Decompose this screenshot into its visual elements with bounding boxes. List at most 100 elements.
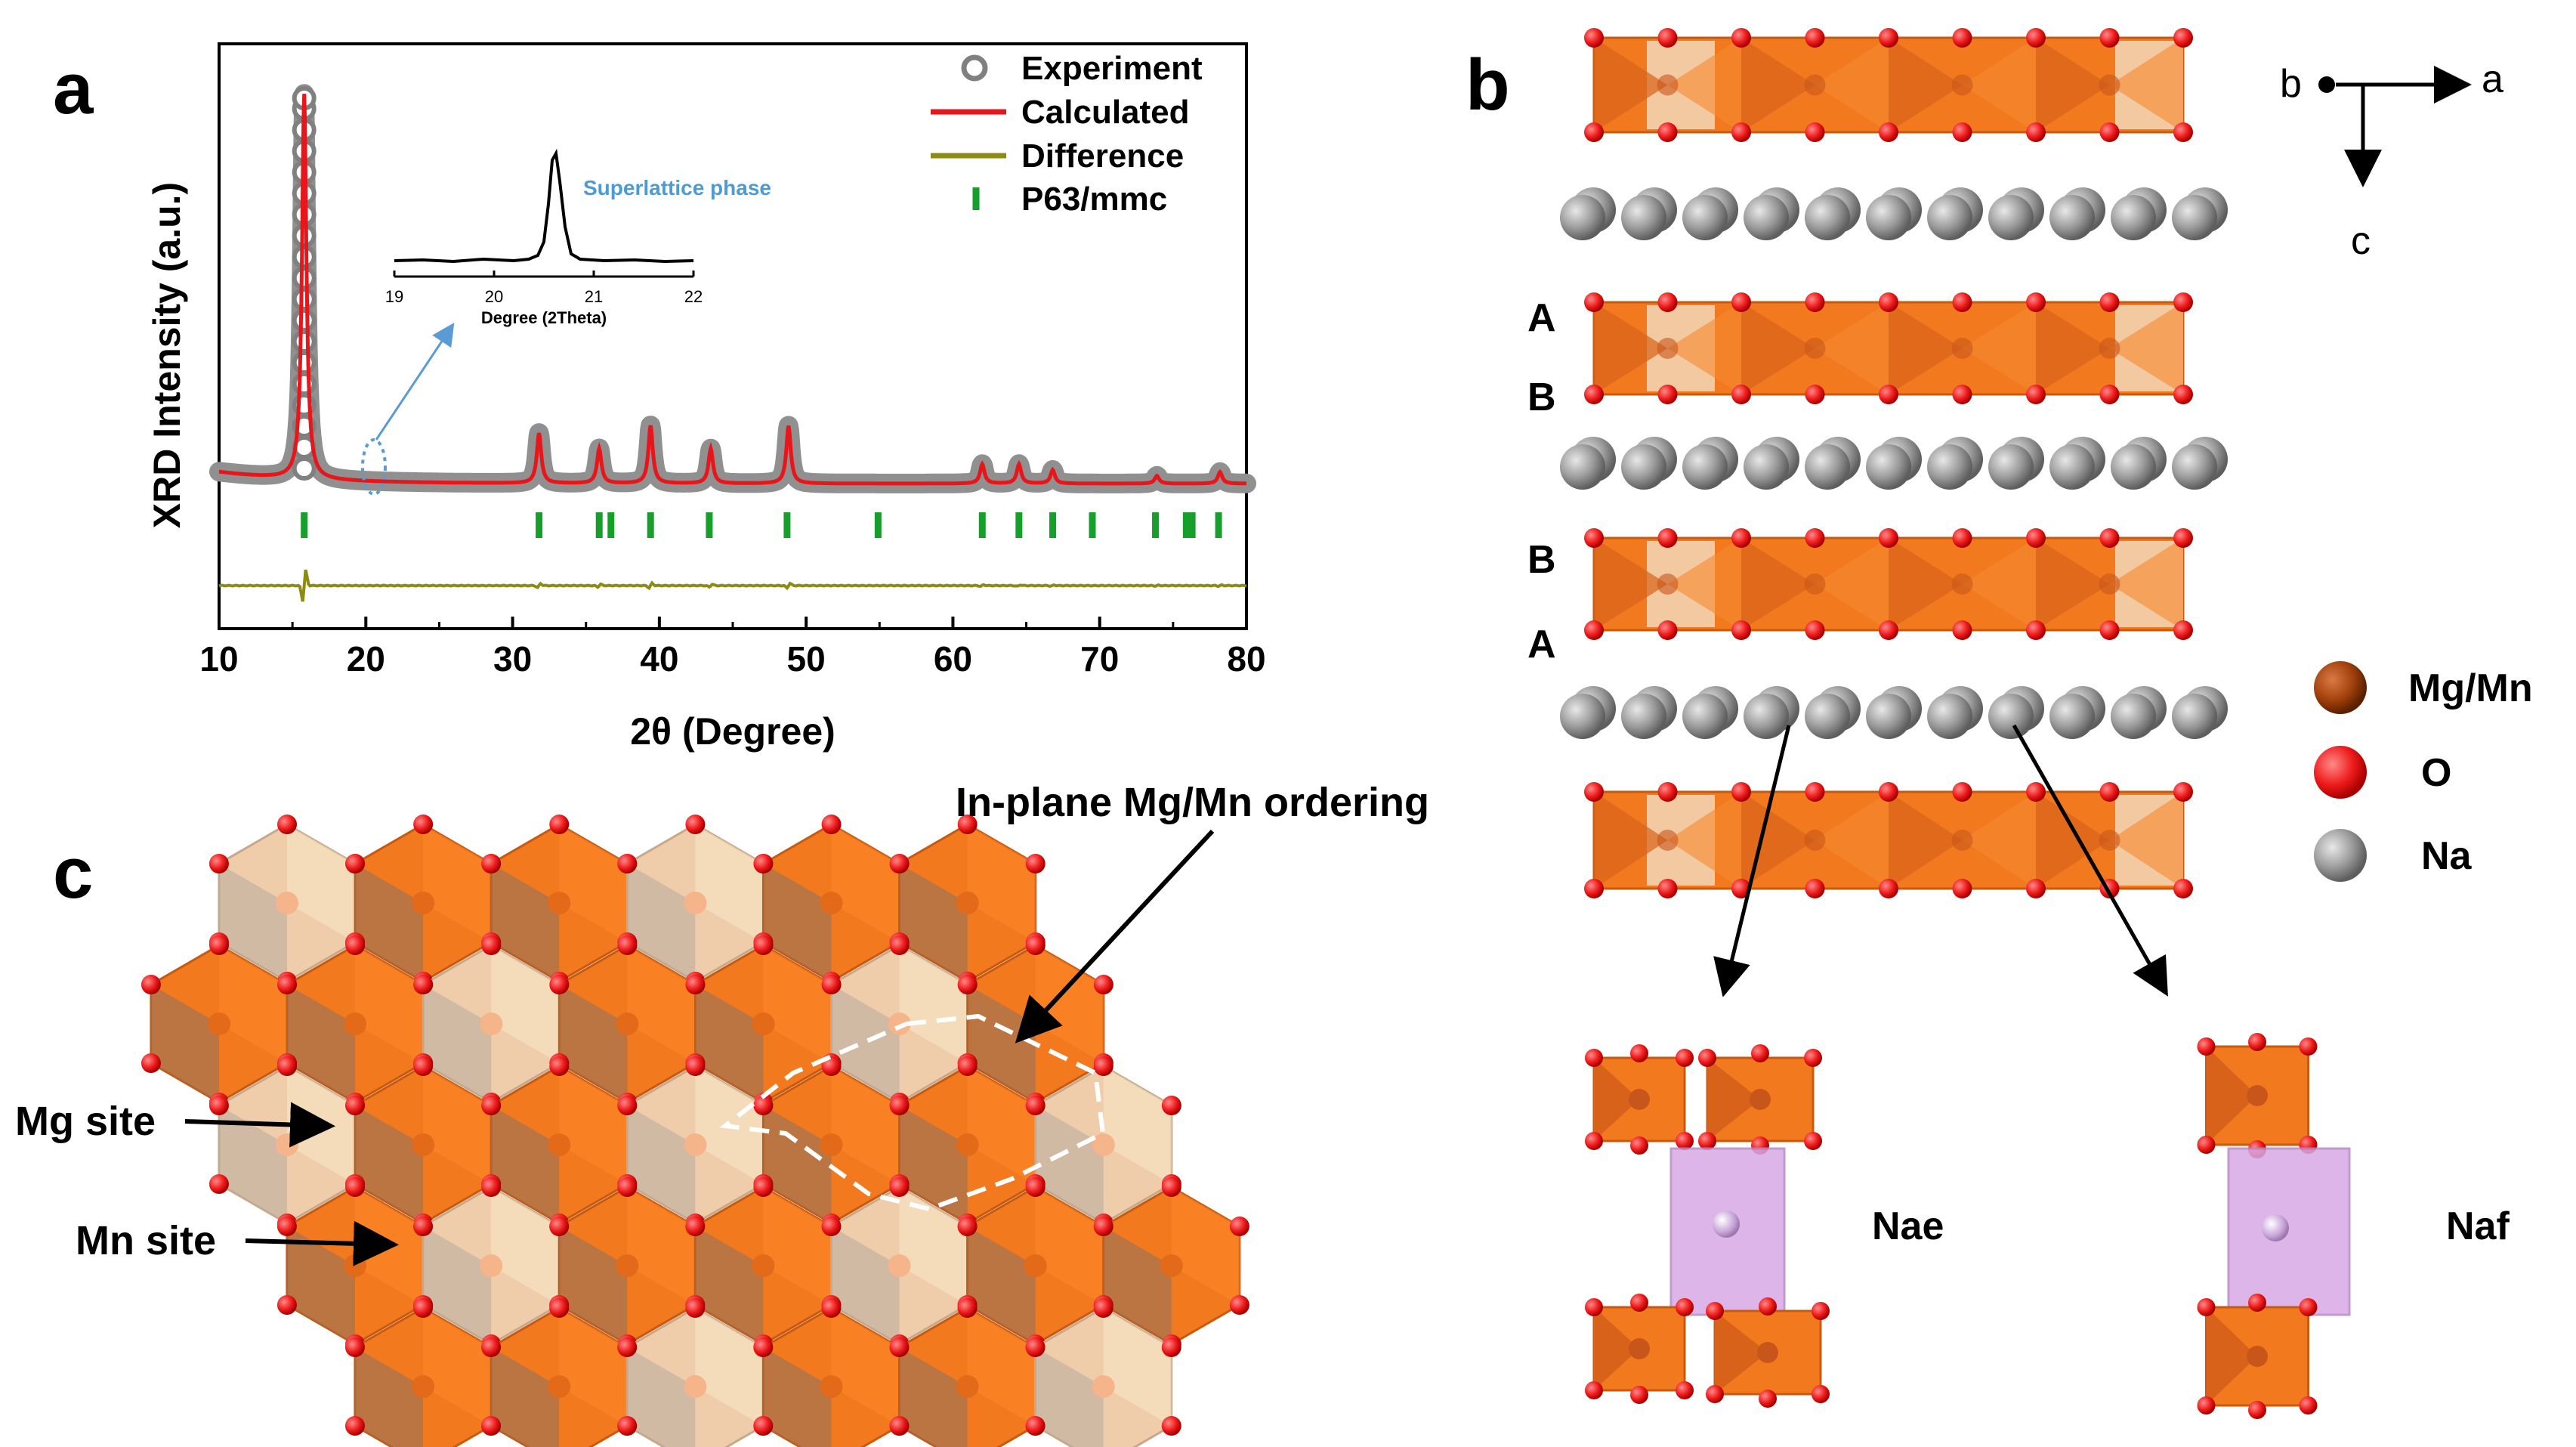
oxygen-atom bbox=[1161, 1337, 1181, 1357]
oxygen-atom bbox=[1657, 292, 1678, 312]
oxygen-atom bbox=[1879, 292, 1898, 312]
oxygen-atom bbox=[1952, 28, 1972, 48]
oxygen-atom bbox=[1584, 292, 1604, 312]
mn-atom bbox=[752, 1254, 775, 1277]
sodium-atom bbox=[2049, 694, 2095, 739]
oxygen-atom bbox=[1751, 1044, 1769, 1062]
octahedron-facet bbox=[423, 1308, 492, 1426]
octahedron-facet bbox=[627, 945, 696, 1063]
metal-atom bbox=[1951, 74, 1973, 96]
oxygen-atom bbox=[1161, 1096, 1181, 1115]
oxygen-atom bbox=[413, 1217, 434, 1236]
nae-octahedron bbox=[1585, 1044, 1694, 1155]
sodium-atom bbox=[2049, 444, 2095, 490]
oxygen-atom bbox=[1657, 28, 1678, 48]
oxygen-atom bbox=[1706, 1385, 1724, 1403]
oxygen-atom bbox=[1584, 782, 1604, 802]
y-axis-label: XRD Intensity (a.u.) bbox=[146, 182, 188, 528]
oxygen-atom bbox=[1676, 1381, 1694, 1399]
mg-octahedron bbox=[617, 815, 774, 991]
metal-atom bbox=[1804, 574, 1826, 595]
metal-atom bbox=[1804, 830, 1826, 851]
oxygen-atom bbox=[753, 1416, 774, 1436]
mg-atom bbox=[1092, 1133, 1115, 1156]
octahedron-facet bbox=[1889, 38, 1963, 132]
metal-atom bbox=[2099, 74, 2120, 96]
sodium-atom bbox=[1927, 694, 1972, 739]
mn-atom bbox=[208, 1013, 230, 1035]
sodium-atom bbox=[2111, 195, 2156, 240]
sodium-atom bbox=[1866, 694, 1911, 739]
oxygen-atom bbox=[1805, 620, 1825, 640]
oxygen-atom bbox=[821, 815, 842, 834]
mg-octahedron bbox=[413, 935, 570, 1112]
oxygen-atom bbox=[1805, 292, 1825, 312]
oxygen-atom bbox=[1025, 1416, 1046, 1436]
mg-mn-atom-icon bbox=[2314, 661, 2367, 714]
octahedra-layer bbox=[1584, 292, 2193, 404]
oxygen-atom bbox=[1805, 528, 1825, 548]
octahedron-facet bbox=[491, 1187, 560, 1305]
layered-structure bbox=[1560, 28, 2228, 898]
oxygen-atom bbox=[1952, 122, 1972, 142]
octahedron-facet bbox=[899, 945, 968, 1063]
oxygen-atom bbox=[1676, 1132, 1694, 1150]
oxygen-atom bbox=[2299, 1037, 2318, 1056]
b-axis-label: b bbox=[2280, 62, 2302, 106]
oxygen-atom bbox=[2173, 879, 2193, 898]
mn-site-label: Mn site bbox=[76, 1218, 216, 1263]
oxygen-atom bbox=[957, 975, 978, 994]
nae-arrow bbox=[1713, 725, 1791, 997]
oxygen-atom bbox=[1025, 935, 1046, 955]
ordering-cell-outline bbox=[719, 1013, 1106, 1212]
metal-atom bbox=[2247, 1346, 2268, 1367]
octahedron-facet bbox=[491, 864, 560, 982]
oxygen-atom bbox=[2248, 1033, 2266, 1051]
oxygen-atom bbox=[1879, 620, 1898, 640]
oxygen-atom bbox=[345, 935, 366, 955]
nae-octahedron bbox=[1698, 1044, 1822, 1155]
sodium-atom bbox=[1805, 694, 1850, 739]
plot-frame bbox=[218, 42, 1248, 630]
oxygen-atom bbox=[1731, 528, 1751, 548]
legend-label-calculated: Calculated bbox=[1021, 94, 1190, 131]
oxygen-atom bbox=[2197, 1037, 2216, 1056]
octahedron-facet bbox=[1667, 538, 1741, 630]
sodium-atom bbox=[2172, 195, 2217, 240]
oxygen-atom bbox=[1879, 782, 1898, 802]
octahedron-facet bbox=[1035, 1105, 1104, 1223]
octahedron-facet bbox=[287, 985, 356, 1102]
octahedron-facet bbox=[695, 824, 764, 942]
octahedron-facet bbox=[1889, 538, 1963, 630]
stacking-label-a-top: A bbox=[1527, 296, 1556, 340]
oxygen-atom bbox=[753, 854, 774, 873]
metal-atom bbox=[1804, 338, 1826, 359]
oxygen-atom bbox=[413, 975, 434, 994]
octahedron-facet bbox=[1594, 792, 1668, 889]
oxygen-atom bbox=[1657, 620, 1678, 640]
octahedron-facet bbox=[218, 1105, 287, 1223]
sodium-atom bbox=[1744, 444, 1789, 490]
oxygen-atom bbox=[1804, 1132, 1822, 1150]
mg-atom bbox=[888, 1013, 911, 1035]
chart-legend: Experiment Calculated Difference P63/mmc bbox=[931, 50, 1203, 218]
oxygen-atom bbox=[2248, 1401, 2266, 1419]
mg-atom bbox=[684, 892, 707, 914]
oxygen-atom bbox=[1657, 879, 1678, 898]
octahedron-facet bbox=[1103, 1066, 1172, 1184]
oxygen-atom bbox=[2173, 782, 2193, 802]
nae-octahedron bbox=[1706, 1297, 1830, 1408]
oxygen-atom bbox=[2173, 620, 2193, 640]
stacking-label-b-bottom: B bbox=[1527, 538, 1556, 582]
mn-octahedron bbox=[277, 935, 434, 1112]
octahedron-facet bbox=[1815, 38, 1889, 132]
octahedron-facet bbox=[1594, 1058, 1639, 1141]
naf-octahedron bbox=[2197, 1033, 2318, 1158]
panel-b-label: b bbox=[1466, 45, 1510, 125]
oxygen-atom bbox=[2173, 528, 2193, 548]
mn-atom bbox=[956, 1133, 979, 1156]
mn-atom bbox=[344, 1254, 366, 1277]
experiment-point bbox=[292, 266, 317, 290]
octahedron-facet bbox=[559, 824, 628, 942]
